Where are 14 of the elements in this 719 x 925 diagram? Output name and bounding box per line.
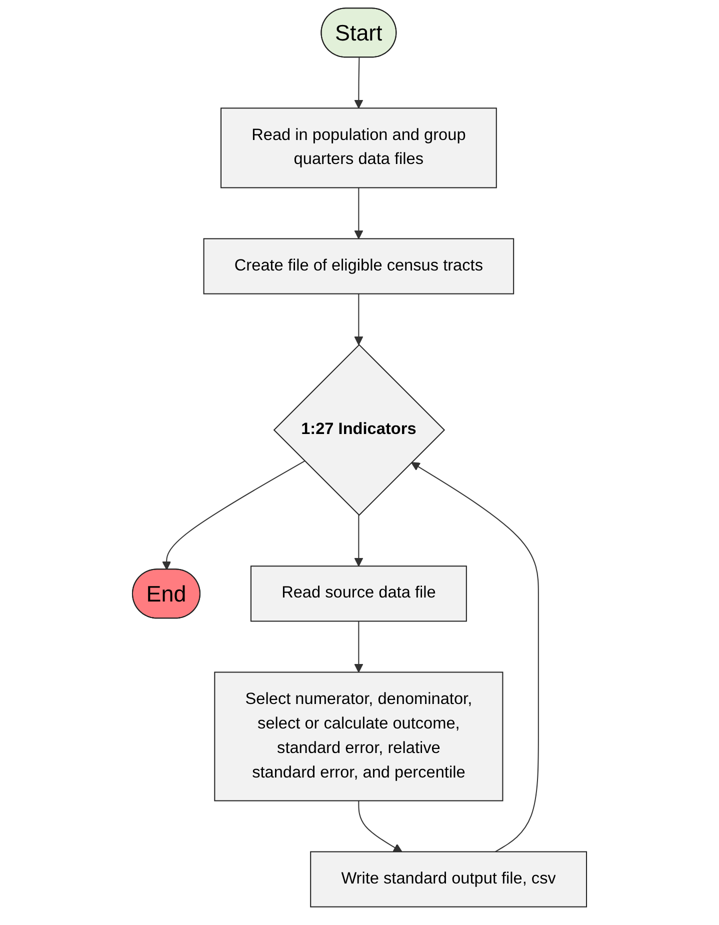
node-box: Create file of eligible census tracts (203, 238, 514, 294)
arrow (354, 621, 364, 673)
node-diamond: 1:27 Indicators (273, 344, 446, 516)
arrow (354, 294, 364, 346)
node-box: Read in population and group quarters data files (220, 108, 497, 188)
arrow (354, 188, 364, 240)
node-box: Select numerator, denominator, select or calculate outcome, standard error, relative standard error, and percentile (214, 672, 504, 802)
node-box: Write standard output file, csv (310, 851, 588, 908)
arrow (354, 58, 364, 109)
arrow (410, 462, 539, 852)
arrow (162, 460, 305, 570)
arrow (354, 515, 364, 567)
node-box: Read source data file (250, 566, 467, 622)
arrow (358, 800, 402, 852)
